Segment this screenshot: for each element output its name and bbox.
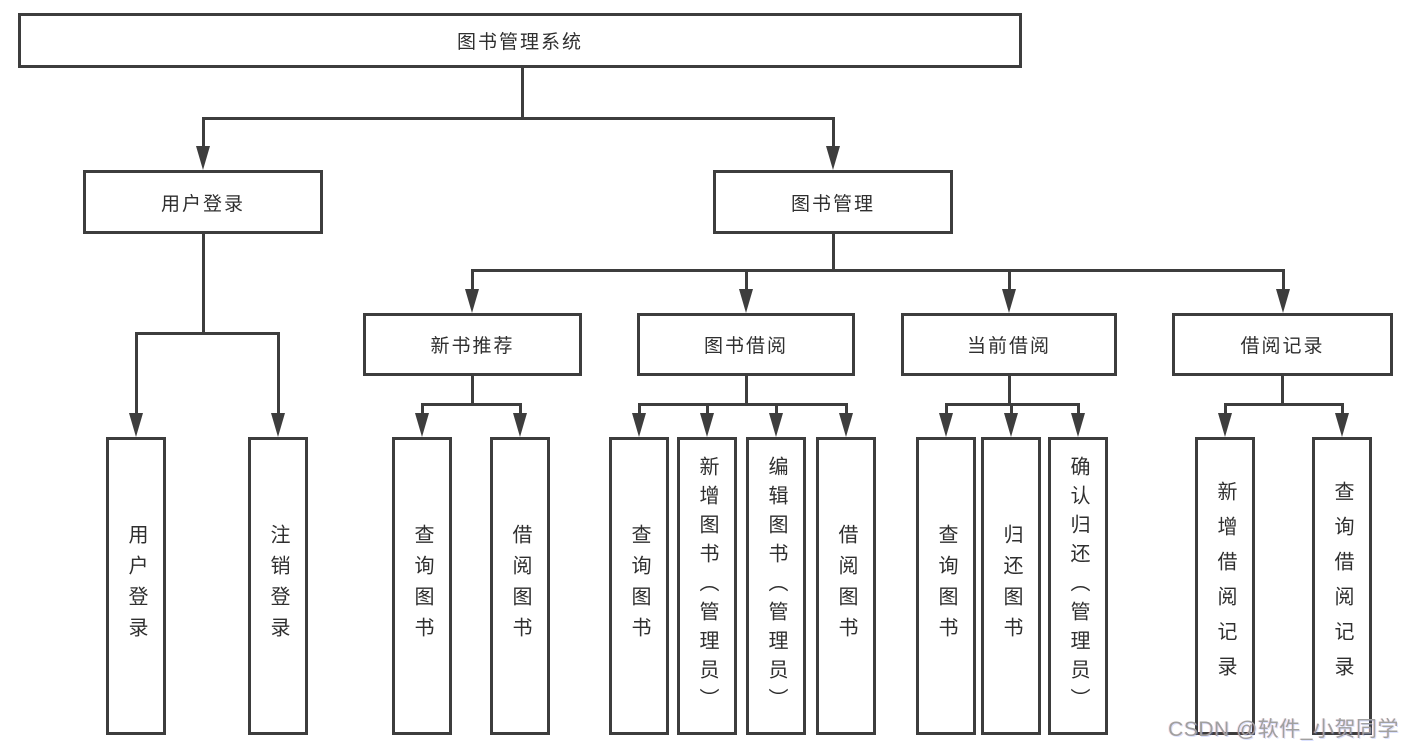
connector-line xyxy=(420,403,424,415)
arrowhead-down-icon xyxy=(1218,413,1232,437)
connector-line xyxy=(1281,269,1285,289)
arrowhead-down-icon xyxy=(196,146,210,170)
leaf-label: 新增图书（管理员） xyxy=(696,455,718,717)
connector-line xyxy=(1076,403,1080,415)
arrowhead-down-icon xyxy=(826,146,840,170)
connector-line xyxy=(705,403,709,415)
connector-line xyxy=(1340,403,1344,415)
arrowhead-down-icon xyxy=(1276,289,1290,313)
leaf-label: 确认归还（管理员） xyxy=(1067,455,1089,717)
leaf-add-borrow-record: 新增借阅记录 xyxy=(1195,437,1255,735)
connector-line xyxy=(201,117,205,148)
connector-line xyxy=(1007,376,1011,406)
node-new-book-recommend: 新书推荐 xyxy=(363,313,582,376)
connector-line xyxy=(1223,403,1344,406)
arrowhead-down-icon xyxy=(1335,413,1349,437)
leaf-add-book-admin: 新增图书（管理员） xyxy=(677,437,737,735)
connector-line xyxy=(518,403,522,415)
connector-line xyxy=(201,117,835,120)
arrowhead-down-icon xyxy=(129,413,143,437)
arrowhead-down-icon xyxy=(1002,289,1016,313)
connector-line xyxy=(1280,376,1284,406)
arrowhead-down-icon xyxy=(700,413,714,437)
connector-line xyxy=(831,117,835,148)
connector-line xyxy=(470,269,474,289)
leaf-label: 查询借阅记录 xyxy=(1331,481,1353,691)
connector-line xyxy=(637,403,641,415)
leaf-confirm-return-admin: 确认归还（管理员） xyxy=(1048,437,1108,735)
node-label: 图书管理系统 xyxy=(456,32,583,53)
leaf-label: 归还图书 xyxy=(1000,524,1022,648)
leaf-return-book: 归还图书 xyxy=(981,437,1041,735)
leaf-label: 查询图书 xyxy=(935,524,957,648)
arrowhead-down-icon xyxy=(1071,413,1085,437)
connector-line xyxy=(520,68,524,118)
leaf-query-books-borrowing: 查询图书 xyxy=(609,437,669,735)
connector-line xyxy=(831,234,835,272)
node-label: 图书管理 xyxy=(790,193,875,215)
leaf-label: 借阅图书 xyxy=(509,524,531,648)
node-user-login: 用户登录 xyxy=(83,170,323,234)
arrowhead-down-icon xyxy=(739,289,753,313)
leaf-query-books-current: 查询图书 xyxy=(916,437,976,735)
leaf-borrow-books-borrowing: 借阅图书 xyxy=(816,437,876,735)
node-label: 借阅记录 xyxy=(1240,336,1325,357)
connector-line xyxy=(134,332,280,335)
node-library-system: 图书管理系统 xyxy=(18,13,1022,68)
leaf-borrow-books-recommend: 借阅图书 xyxy=(490,437,550,735)
node-book-borrowing: 图书借阅 xyxy=(637,313,855,376)
arrowhead-down-icon xyxy=(769,413,783,437)
leaf-query-borrow-record: 查询借阅记录 xyxy=(1312,437,1372,735)
connector-line xyxy=(944,403,948,415)
leaf-edit-book-admin: 编辑图书（管理员） xyxy=(746,437,806,735)
connector-line xyxy=(470,269,1285,272)
node-borrowing-records: 借阅记录 xyxy=(1172,313,1393,376)
node-label: 当前借阅 xyxy=(966,336,1051,357)
leaf-user-login: 用户登录 xyxy=(106,437,166,735)
connector-line xyxy=(1009,403,1013,415)
connector-line xyxy=(1223,403,1227,415)
leaf-label: 用户登录 xyxy=(125,524,147,648)
arrowhead-down-icon xyxy=(839,413,853,437)
leaf-label: 注销登录 xyxy=(267,524,289,648)
connector-line xyxy=(637,403,848,406)
leaf-label: 编辑图书（管理员） xyxy=(765,455,787,717)
leaf-label: 借阅图书 xyxy=(835,524,857,648)
connector-line xyxy=(420,403,522,406)
arrowhead-down-icon xyxy=(939,413,953,437)
node-label: 新书推荐 xyxy=(430,336,515,357)
arrowhead-down-icon xyxy=(465,289,479,313)
connector-line xyxy=(774,403,778,415)
connector-line xyxy=(744,376,748,406)
arrowhead-down-icon xyxy=(271,413,285,437)
node-current-borrowing: 当前借阅 xyxy=(901,313,1117,376)
leaf-query-books-recommend: 查询图书 xyxy=(392,437,452,735)
leaf-label: 查询图书 xyxy=(411,524,433,648)
arrowhead-down-icon xyxy=(513,413,527,437)
watermark: CSDN @软件_小贺同学 xyxy=(1168,718,1399,741)
arrowhead-down-icon xyxy=(415,413,429,437)
connector-line xyxy=(276,332,280,413)
connector-line xyxy=(134,332,138,413)
leaf-label: 新增借阅记录 xyxy=(1214,481,1236,691)
connector-line xyxy=(1007,269,1011,289)
connector-line xyxy=(201,234,205,332)
connector-line xyxy=(844,403,848,415)
connector-line xyxy=(470,376,474,406)
leaf-label: 查询图书 xyxy=(628,524,650,648)
arrowhead-down-icon xyxy=(632,413,646,437)
node-label: 图书借阅 xyxy=(703,336,788,357)
connector-line xyxy=(744,269,748,289)
node-label: 用户登录 xyxy=(160,193,245,215)
arrowhead-down-icon xyxy=(1004,413,1018,437)
node-book-management: 图书管理 xyxy=(713,170,953,234)
leaf-logout: 注销登录 xyxy=(248,437,308,735)
